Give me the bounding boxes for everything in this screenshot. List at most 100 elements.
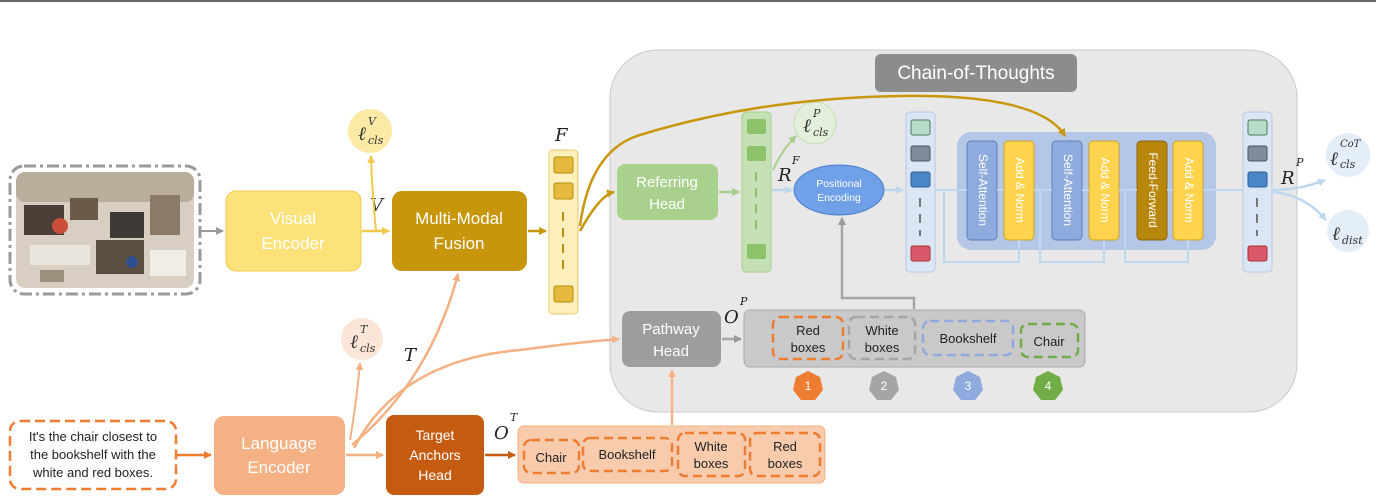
cot-title-box [875, 54, 1077, 92]
order-badge-2: 2 [869, 371, 899, 400]
target-anchors-head [386, 415, 484, 495]
input-token-gray [910, 145, 931, 162]
target-anchor-3-line-2: boxes [694, 456, 729, 471]
referring-token [747, 119, 766, 134]
self-attention-label-2: Self-Attention [1061, 154, 1075, 226]
loss-t-sup: T [360, 323, 369, 336]
loss-cot-sup: CoT [1340, 139, 1362, 150]
pathway-item-2: White boxes [847, 315, 917, 361]
feed-forward-label: Feed-Forward [1146, 152, 1160, 227]
loss-cot-sub: cls [1340, 158, 1356, 171]
symbol-rp-sup: P [1295, 156, 1304, 169]
referring-head-label-1: Referring [636, 174, 698, 191]
pathway-item-3: Bookshelf [921, 319, 1015, 357]
add-norm-label-3: Add & Norm [1182, 157, 1196, 222]
order-badge-3-number: 3 [965, 379, 972, 393]
residual-connections [935, 189, 1243, 263]
referring-head [617, 164, 718, 220]
target-anchor-sequence [517, 425, 826, 484]
input-text-line-1: It's the chair closest to [29, 429, 157, 444]
pathway-item-2-line-1: White [865, 323, 898, 338]
pathway-head-label-2: Head [653, 343, 689, 360]
loss-visual-cls [348, 109, 392, 153]
loss-text-cls [341, 318, 383, 360]
input-token-red [910, 245, 931, 262]
input-text-line-3: white and red boxes. [32, 465, 153, 480]
add-norm-label-2: Add & Norm [1098, 157, 1112, 222]
pathway-item-1-line-2: boxes [791, 340, 826, 355]
loss-v-sup: V [368, 115, 377, 128]
loss-pathway-cls [793, 101, 837, 145]
target-anchor-2: Bookshelf [581, 436, 674, 473]
fused-token [553, 182, 574, 200]
output-token-gray [1247, 145, 1268, 162]
self-attention-label-1: Self-Attention [976, 154, 990, 226]
loss-t-sub: cls [360, 342, 376, 355]
loss-dist-symbol: ℓ [1332, 223, 1340, 245]
symbol-ot: O [494, 423, 509, 444]
target-anchor-1-line-1: Chair [535, 450, 567, 465]
target-anchor-2-line-1: Bookshelf [598, 447, 655, 462]
input-token-blue [910, 171, 931, 188]
loss-dist [1327, 210, 1369, 252]
loss-p-sub: cls [813, 126, 829, 139]
input-token-green [910, 119, 931, 136]
positional-encoding-label-1: Positional [816, 178, 862, 190]
pathway-head [622, 311, 721, 367]
target-anchor-4: Red boxes [748, 431, 822, 478]
loss-dist-sub: dist [1342, 234, 1363, 247]
input-text-line-2: the bookshelf with the [30, 447, 156, 462]
order-badge-4: 4 [1033, 371, 1063, 400]
order-badge-3: 3 [953, 371, 983, 400]
loss-p-sup: P [812, 107, 821, 120]
symbol-rp: R [1280, 168, 1295, 189]
symbol-rf: R [777, 165, 792, 186]
symbol-op: O [724, 307, 739, 328]
pathway-item-2-line-2: boxes [865, 340, 900, 355]
symbol-rf-sup: F [791, 154, 800, 167]
order-badge-1: 1 [793, 371, 823, 400]
pathway-item-1-line-1: Red [796, 323, 820, 338]
pathway-item-4-line-1: Chair [1033, 334, 1065, 349]
pathway-item-3-line-1: Bookshelf [939, 331, 996, 346]
scene-image [8, 164, 202, 296]
target-anchor-3-line-1: White [694, 439, 727, 454]
pathway-item-1: Red boxes [771, 315, 845, 361]
order-badge-1-number: 1 [805, 379, 812, 393]
language-encoder-label-1: Language [241, 434, 317, 453]
pathway-item-4: Chair [1019, 322, 1080, 359]
symbol-op-sup: P [739, 295, 748, 308]
output-token-green [1247, 119, 1268, 136]
target-anchors-head-label-3: Head [418, 467, 451, 483]
symbol-f: F [554, 125, 569, 146]
fusion-label-2: Fusion [433, 234, 484, 253]
cot-title: Chain-of-Thoughts [897, 63, 1054, 84]
transformer-layers: Self-Attention Add & Norm Self-Attention… [966, 140, 1204, 241]
fused-token [553, 285, 574, 303]
target-anchor-3: White boxes [676, 431, 747, 478]
target-anchors-head-label-1: Target [416, 427, 455, 443]
target-anchor-1: Chair [522, 438, 581, 475]
add-norm-label-1: Add & Norm [1013, 157, 1027, 222]
loss-cot-symbol: ℓ [1330, 148, 1338, 170]
target-anchors-head-label-2: Anchors [409, 447, 460, 463]
loss-v-sub: cls [368, 134, 384, 147]
visual-encoder-label-2: Encoder [261, 234, 325, 253]
pathway-head-label-1: Pathway [642, 321, 700, 338]
input-text-box [8, 419, 178, 491]
visual-encoder-label-1: Visual [270, 209, 316, 228]
loss-p-symbol: ℓ [803, 115, 811, 137]
output-token-red [1247, 245, 1268, 262]
referring-token [747, 146, 766, 161]
loss-cot-cls [1326, 133, 1370, 177]
language-encoder-label-2: Encoder [247, 458, 311, 477]
referring-token [747, 244, 766, 259]
target-anchor-4-line-2: boxes [768, 456, 803, 471]
language-encoder [214, 416, 345, 495]
positional-encoding-label-2: Encoding [817, 192, 861, 204]
output-token-blue [1247, 171, 1268, 188]
positional-encoding [793, 164, 885, 216]
referring-head-label-2: Head [649, 196, 685, 213]
symbol-ot-sup: T [510, 411, 519, 424]
